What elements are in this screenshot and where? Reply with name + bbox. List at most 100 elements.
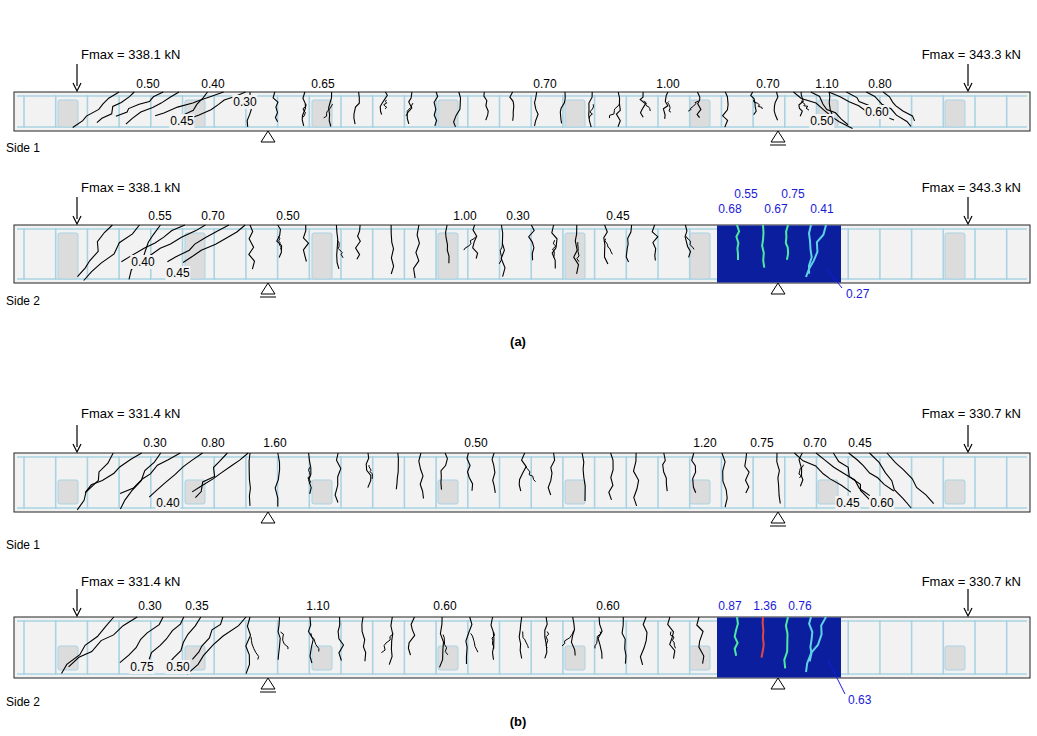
crack-width: 0.75: [749, 436, 774, 450]
stirrup: [562, 620, 564, 675]
crack-line: [384, 100, 387, 109]
crack-line: [697, 617, 704, 664]
crack-line: [574, 225, 579, 274]
crack-line: [688, 101, 698, 111]
stirrup: [911, 620, 913, 675]
crack-line: [338, 617, 343, 661]
steel-plate: [690, 100, 710, 127]
shear-crack: [794, 92, 853, 128]
stirrup: [467, 228, 469, 280]
stirrup: [911, 95, 913, 128]
steel-plate: [58, 233, 78, 279]
crack-line: [560, 92, 565, 123]
stirrup: [23, 620, 25, 675]
top-rebar: [17, 620, 1027, 622]
crack-width: 0.30: [142, 436, 167, 450]
stirrup: [435, 456, 437, 509]
stirrup: [530, 456, 532, 509]
stirrup: [942, 456, 944, 509]
roller-line: [770, 145, 786, 146]
side-label: Side 1: [5, 141, 41, 155]
crack-width: 1.20: [692, 436, 717, 450]
crack-line: [668, 101, 671, 112]
crack-width: 0.40: [200, 77, 225, 91]
stirrup: [911, 456, 913, 509]
crack-width: 0.60: [432, 599, 457, 613]
crack-width: 0.70: [532, 77, 557, 91]
dic-field: [717, 226, 841, 283]
crack-line: [309, 617, 314, 663]
stirrup: [499, 95, 501, 128]
crack-line: [529, 225, 535, 260]
steel-plate: [945, 480, 965, 504]
steel-plate: [438, 233, 458, 279]
crack-line: [595, 632, 601, 649]
crack-line: [582, 453, 585, 501]
steel-plate: [58, 480, 78, 504]
crack-width: 1.10: [814, 77, 839, 91]
crack-line: [278, 617, 280, 660]
crack-line: [686, 236, 694, 249]
crack-line: [634, 453, 639, 506]
stirrup: [974, 228, 976, 280]
stirrup: [562, 456, 564, 509]
crack-line: [249, 453, 250, 506]
crack-line: [303, 225, 308, 262]
crack-line: [526, 466, 536, 481]
shear-crack: [183, 225, 245, 263]
dic-crack-width: 0.75: [780, 187, 805, 201]
load-label: Fmax = 330.7 kN: [921, 575, 1022, 589]
crack-line: [466, 617, 472, 664]
support-symbol: [261, 678, 275, 689]
crack-width: 0.50: [463, 436, 488, 450]
crack-width: 0.50: [809, 114, 834, 128]
crack-width: 0.50: [135, 77, 160, 91]
load-arrowhead: [73, 83, 81, 91]
crack-line: [685, 225, 690, 257]
panel-label: (b): [509, 715, 528, 729]
steel-plate: [312, 233, 332, 279]
crack-width: 0.70: [200, 209, 225, 223]
crack-line: [408, 617, 414, 655]
stirrup: [752, 456, 754, 509]
shear-crack: [155, 92, 223, 116]
stirrup: [182, 456, 184, 509]
crack-line: [799, 92, 803, 116]
stirrup: [308, 95, 310, 128]
side-label: Side 1: [5, 538, 41, 552]
load-label: Fmax = 331.4 kN: [80, 575, 181, 589]
crack-line: [616, 92, 620, 127]
crack-line: [663, 92, 668, 119]
crack-width: 1.10: [305, 599, 330, 613]
load-arrow: [76, 425, 77, 447]
crack-width: 0.65: [310, 77, 335, 91]
load-arrowhead: [964, 608, 972, 616]
dic-crack-width: 0.55: [733, 187, 758, 201]
stirrup: [784, 456, 786, 509]
crack-line: [571, 617, 575, 656]
crack-width: 0.70: [802, 436, 827, 450]
stirrup: [911, 228, 913, 280]
crack-line: [553, 240, 556, 257]
stirrup: [499, 228, 501, 280]
crack-line: [692, 453, 696, 493]
load-arrow: [76, 197, 77, 219]
crack-line: [622, 617, 626, 664]
crack-width: 0.40: [155, 496, 180, 510]
dic-crack-width: 0.68: [717, 202, 742, 216]
crack-width: 1.00: [655, 77, 680, 91]
crack-line: [308, 467, 311, 483]
crack-width: 0.30: [232, 95, 257, 109]
crack-line: [577, 242, 579, 262]
crack-line: [275, 453, 279, 507]
load-arrowhead: [964, 216, 972, 224]
shear-crack: [192, 453, 248, 492]
crack-line: [552, 225, 557, 268]
shear-crack: [97, 92, 134, 123]
crack-line: [311, 633, 319, 651]
steel-plate: [58, 100, 78, 127]
crack-line: [249, 225, 255, 269]
dic-crack-width: 0.63: [847, 693, 872, 707]
stirrup: [245, 456, 247, 509]
dic-field: [717, 618, 841, 678]
